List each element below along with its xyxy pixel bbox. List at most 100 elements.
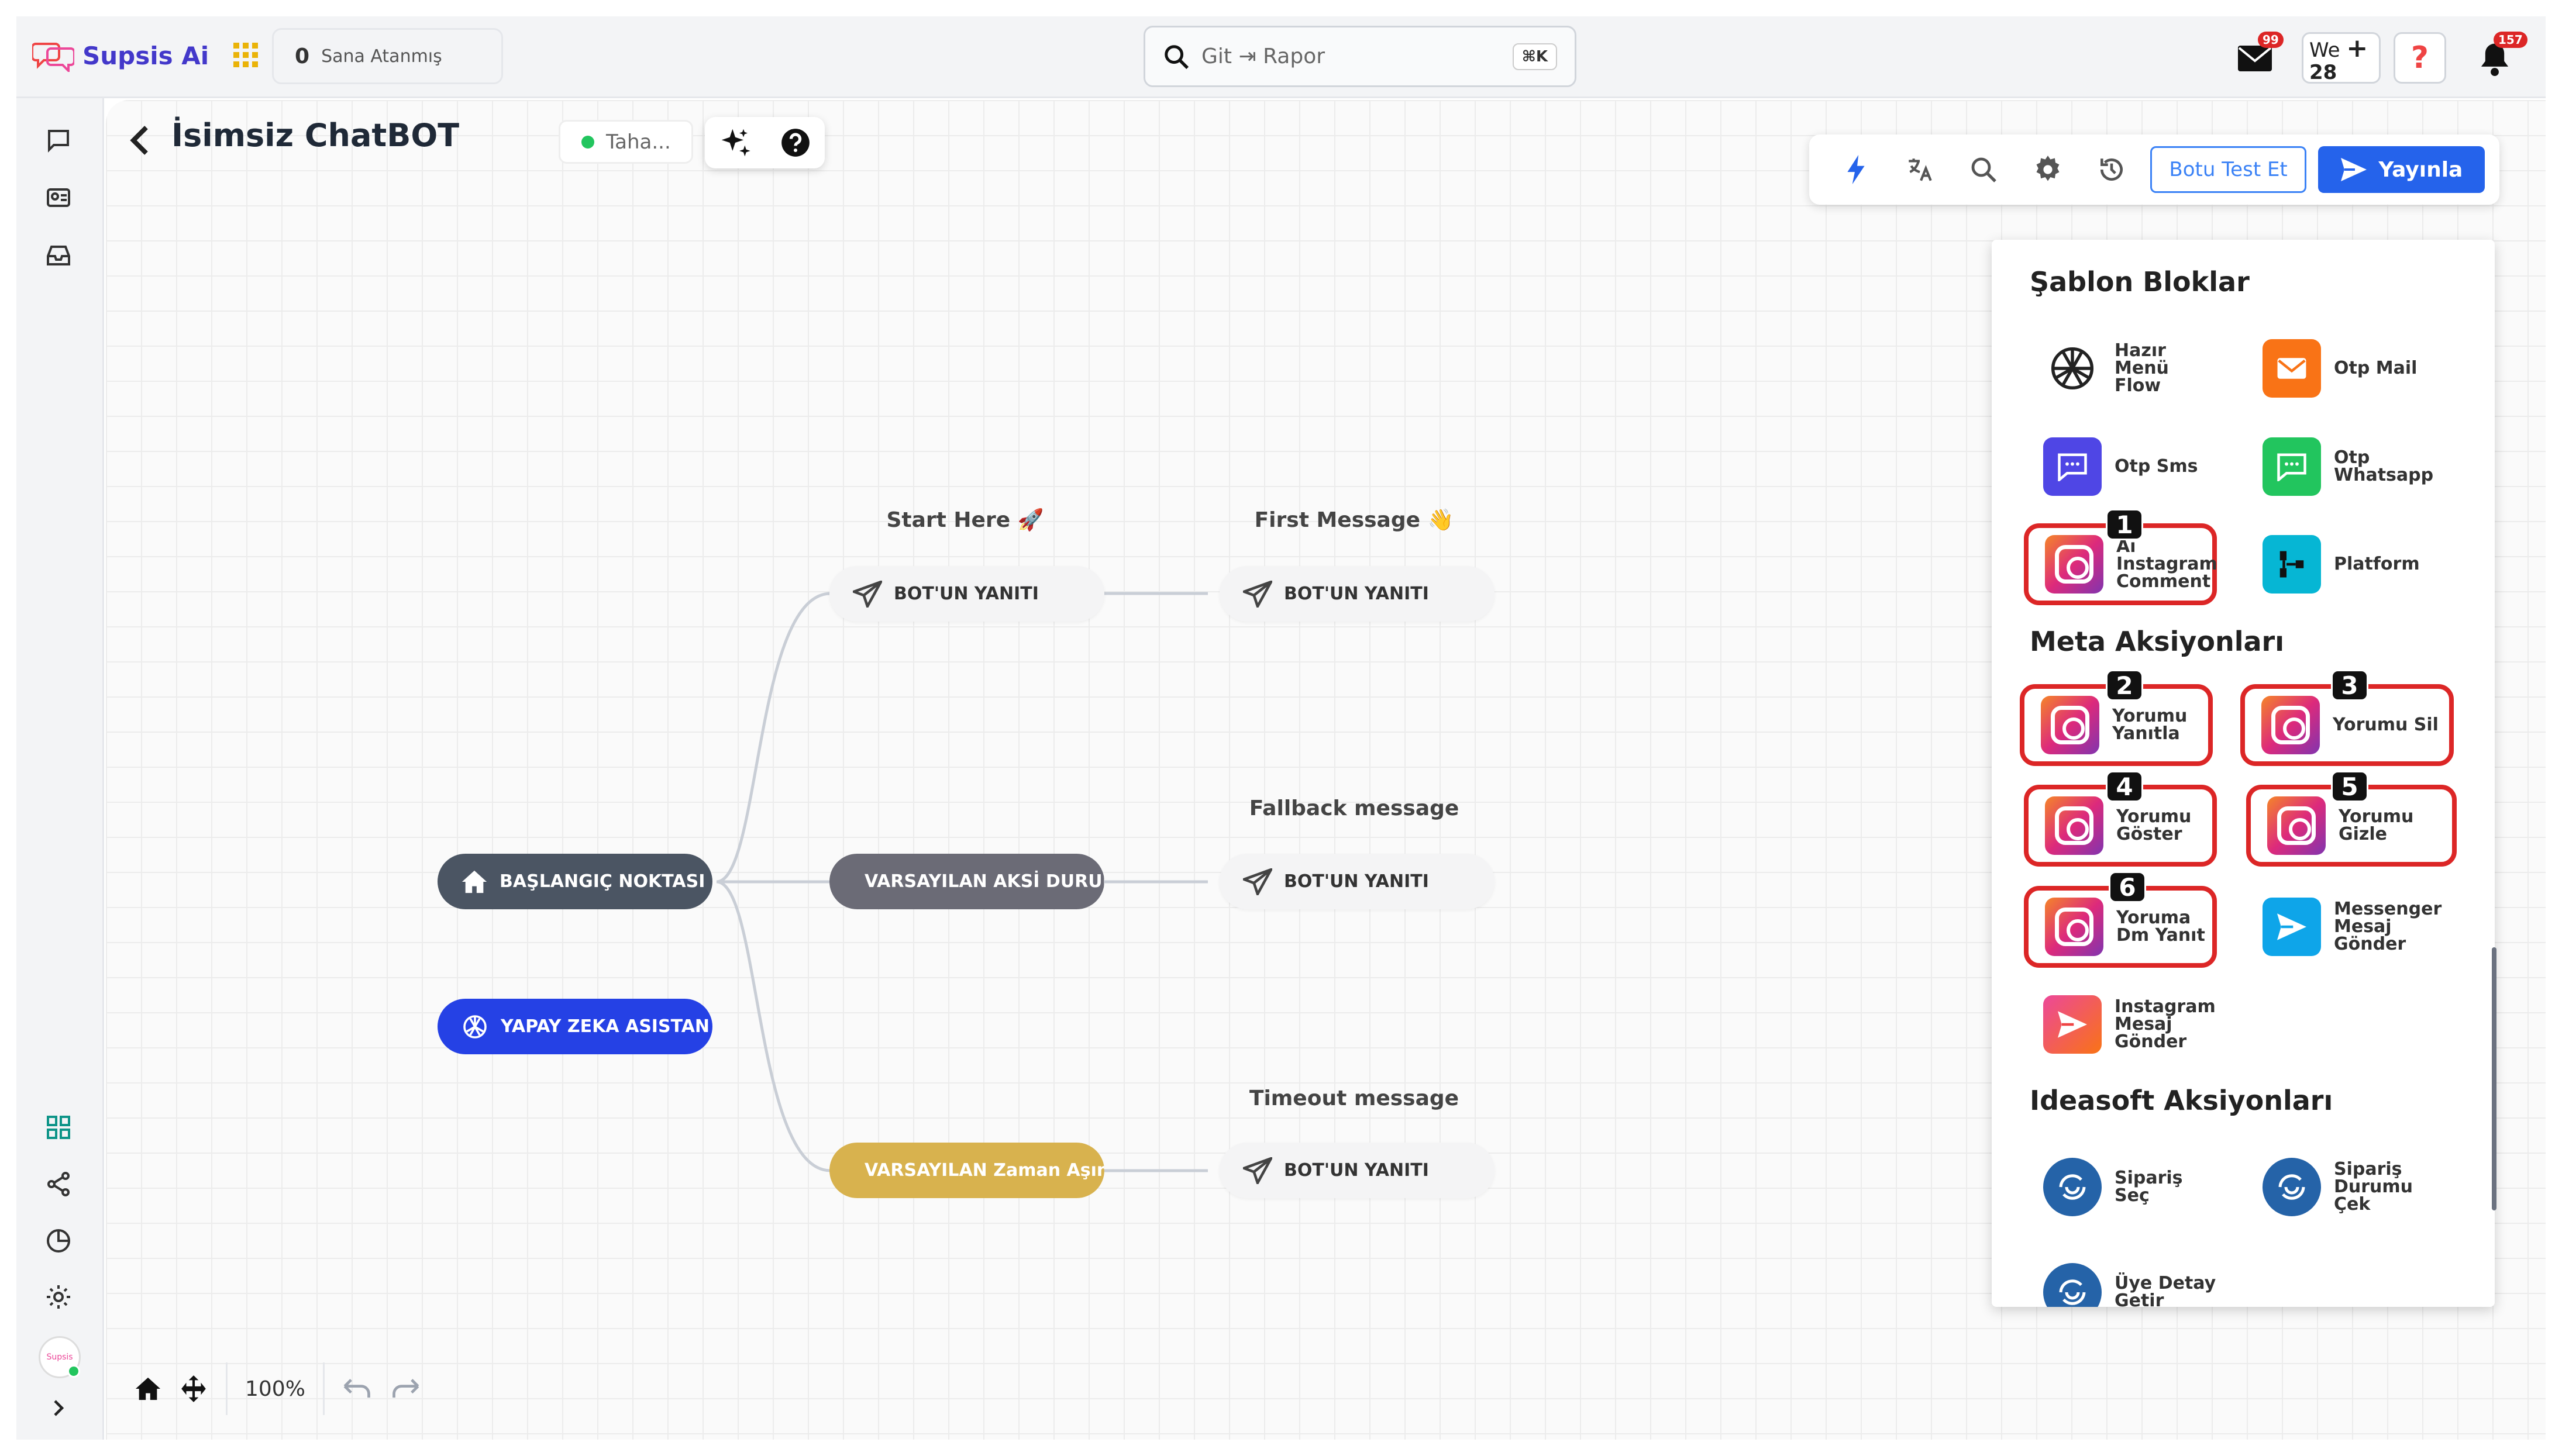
sidebar-expand-button[interactable]	[41, 1391, 76, 1426]
start-response-node[interactable]: BOT'UN YANITI	[829, 566, 1104, 622]
block-otp-mail[interactable]: Otp Mail	[2246, 327, 2439, 409]
history-button[interactable]	[2079, 146, 2143, 193]
marker-6: 6	[2109, 871, 2146, 903]
inbox-button[interactable]: 99	[2232, 32, 2284, 82]
divider	[226, 1362, 228, 1415]
sidebar-item-settings[interactable]	[41, 1279, 76, 1314]
home-icon	[462, 870, 487, 893]
block-yoruma-dm-yanit[interactable]: Yoruma Dm Yanıt	[2024, 886, 2217, 968]
notifications-button[interactable]: 157	[2471, 32, 2527, 82]
inbox-icon	[47, 246, 70, 265]
block-label: Messenger Mesaj Gönder	[2334, 899, 2442, 954]
first-message-node[interactable]: BOT'UN YANITI	[1220, 566, 1494, 622]
workspace-button[interactable]: We + 28	[2302, 32, 2381, 84]
search-input[interactable]: Git ⇥ Rapor ⌘K	[1144, 26, 1576, 87]
blocks-panel: Şablon Bloklar Hazır Menü Flow Otp Mail …	[1992, 240, 2495, 1307]
question-circle-icon[interactable]	[780, 127, 811, 158]
editor-tools	[705, 117, 825, 168]
timeout-node[interactable]: VARSAYILAN Zaman Aşımı	[829, 1143, 1104, 1198]
instagram-send-icon	[2043, 995, 2102, 1054]
help-button[interactable]: ?	[2394, 32, 2446, 84]
timeout-message-node[interactable]: BOT'UN YANITI	[1220, 1143, 1494, 1198]
translate-button[interactable]	[1888, 146, 1951, 193]
ideasoft-icon	[2043, 1263, 2102, 1307]
ai-assistant-node[interactable]: YAPAY ZEKA ASISTAN	[438, 999, 712, 1054]
sidebar-item-reports[interactable]	[41, 1223, 76, 1258]
panel-scrollbar[interactable]	[2492, 947, 2496, 1210]
instagram-icon	[2041, 696, 2099, 754]
openai-icon	[463, 1015, 487, 1038]
share-icon	[47, 1172, 70, 1196]
apps-grid-icon[interactable]	[233, 43, 259, 68]
sidebar	[16, 98, 104, 1440]
move-arrows-icon[interactable]	[179, 1374, 208, 1403]
gear-icon	[2036, 156, 2060, 181]
back-button[interactable]	[126, 120, 155, 161]
assigned-to-me-button[interactable]: 0 Sana Atanmış	[272, 28, 503, 84]
pie-chart-icon	[47, 1229, 70, 1253]
start-here-label: Start Here 🚀	[886, 508, 1044, 532]
sparkles-icon[interactable]	[719, 126, 752, 159]
app-logo[interactable]: Supsis Ai	[32, 35, 259, 76]
bell-icon	[2481, 43, 2509, 76]
redo-icon[interactable]	[390, 1377, 421, 1400]
quick-actions-button[interactable]	[1824, 146, 1888, 193]
assigned-count: 0	[295, 44, 310, 68]
block-uye-detay-getir[interactable]: Üye Detay Getir	[2027, 1251, 2220, 1307]
zoom-level[interactable]: 100%	[245, 1376, 305, 1401]
block-instagram-mesaj-gonder[interactable]: Instagram Mesaj Gönder	[2027, 984, 2220, 1065]
sidebar-item-inbox[interactable]	[41, 239, 76, 274]
block-label: Hazır Menü Flow	[2115, 340, 2169, 396]
test-bot-button[interactable]: Botu Test Et	[2150, 146, 2306, 193]
contact-card-icon	[47, 188, 70, 207]
instagram-icon	[2045, 796, 2103, 855]
start-node-label: BAŞLANGIÇ NOKTASI	[500, 871, 705, 892]
block-messenger-mesaj-gonder[interactable]: Messenger Mesaj Gönder	[2246, 886, 2442, 968]
bot-status-selector[interactable]: Taha...	[559, 120, 693, 164]
search-shortcut: ⌘K	[1512, 43, 1557, 70]
app-name: Supsis Ai	[82, 41, 209, 70]
block-siparis-durumu-cek[interactable]: Sipariş Durumu Çek	[2246, 1146, 2463, 1228]
undo-icon[interactable]	[342, 1377, 373, 1400]
instagram-icon	[2261, 696, 2320, 754]
question-icon: ?	[2411, 40, 2429, 75]
chat-icon	[48, 130, 69, 153]
start-node[interactable]: BAŞLANGIÇ NOKTASI	[438, 854, 712, 909]
mail-icon	[2263, 339, 2321, 398]
divider	[322, 1362, 325, 1415]
settings-button[interactable]	[2016, 146, 2079, 193]
timeout-message-node-label: BOT'UN YANITI	[1284, 1160, 1429, 1181]
plus-icon: +	[2346, 33, 2368, 63]
block-yorumu-goster[interactable]: Yorumu Göster	[2024, 785, 2217, 867]
block-otp-sms[interactable]: Otp Sms	[2027, 426, 2220, 508]
chevron-right-icon	[54, 1400, 64, 1416]
workspace-label: We	[2309, 39, 2340, 62]
sidebar-item-integrations[interactable]	[41, 1167, 76, 1202]
send-icon	[1243, 868, 1272, 895]
sidebar-item-dashboard[interactable]	[41, 1110, 76, 1145]
block-siparis-sec[interactable]: Sipariş Seç	[2027, 1146, 2220, 1228]
publish-button[interactable]: Yayınla	[2317, 146, 2485, 193]
sidebar-item-conversations[interactable]	[41, 123, 76, 158]
search-icon	[1971, 157, 1997, 182]
fallback-message-node[interactable]: BOT'UN YANITI	[1220, 854, 1494, 909]
sms-icon	[2043, 437, 2102, 496]
block-label: Sipariş Durumu Çek	[2334, 1159, 2413, 1215]
marker-4: 4	[2106, 771, 2143, 802]
sidebar-item-contacts[interactable]	[41, 180, 76, 215]
send-icon	[1243, 1157, 1272, 1184]
send-icon	[2341, 158, 2367, 181]
block-platform[interactable]: Platform	[2246, 523, 2439, 605]
section-ideasoft: Ideasoft Aksiyonları	[2030, 1085, 2333, 1116]
block-hazir-menu-flow[interactable]: Hazır Menü Flow	[2027, 327, 2220, 409]
block-otp-whatsapp[interactable]: Otp Whatsapp	[2246, 426, 2439, 508]
home-icon[interactable]	[135, 1376, 161, 1402]
block-label: Platform	[2334, 554, 2420, 574]
block-label: Aı Instagram Comment	[2116, 536, 2217, 592]
fallback-node[interactable]: VARSAYILAN AKSİ DURUM	[829, 854, 1104, 909]
user-avatar[interactable]: Supsis	[39, 1336, 81, 1378]
grid-icon	[47, 1116, 70, 1139]
mail-icon	[2238, 46, 2272, 71]
search-nodes-button[interactable]	[1952, 146, 2016, 193]
